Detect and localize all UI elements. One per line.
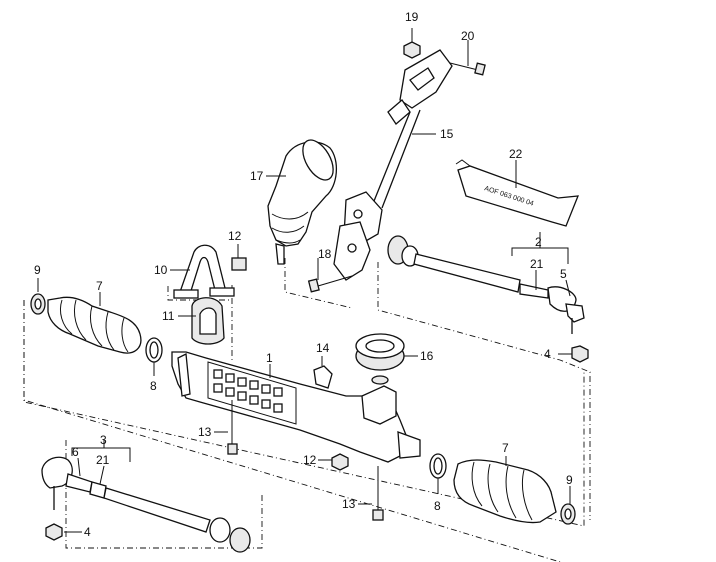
part-4-nut-right: 4 <box>544 345 589 363</box>
label-12-top: 12 <box>228 229 242 243</box>
label-7-right: 7 <box>502 441 509 455</box>
part-18-bolt: 18 <box>307 247 353 293</box>
label-15: 15 <box>440 127 454 141</box>
label-12-lower: 12 <box>303 453 317 467</box>
rack-grid <box>213 369 283 413</box>
label-22: 22 <box>509 147 523 161</box>
label-13-right: 13 <box>342 497 356 511</box>
label-13-left: 13 <box>198 425 212 439</box>
label-7-left: 7 <box>96 279 103 293</box>
part-9-ring-left: 9 <box>30 263 46 315</box>
label-9-right: 9 <box>566 473 573 487</box>
part-2-tie-rod-right: 2 21 5 <box>387 232 585 334</box>
label-8-right: 8 <box>434 499 441 513</box>
part-10-mounting-clamp: 10 <box>154 244 235 299</box>
label-3: 3 <box>100 433 107 447</box>
label-14: 14 <box>316 341 330 355</box>
part-8-clamp-right: 8 <box>429 453 447 513</box>
label-6: 6 <box>72 445 79 459</box>
part-4-nut-left: 4 <box>45 523 91 541</box>
part-22-grease-tube: AOF 063 000 04 22 <box>455 147 580 227</box>
label-4-left: 4 <box>84 525 91 539</box>
part-11-bushing: 11 <box>162 297 225 345</box>
part-7-boot-left: 7 <box>47 279 142 354</box>
label-17: 17 <box>250 169 264 183</box>
part-17-boot: 17 <box>250 139 337 265</box>
part-13-bolt-left: 13 <box>198 400 238 455</box>
label-10: 10 <box>154 263 168 277</box>
label-5: 5 <box>560 267 567 281</box>
part-15-steering-shaft: 15 <box>333 49 454 281</box>
label-16: 16 <box>420 349 434 363</box>
part-13-bolt-right: 13 <box>342 466 384 521</box>
label-11: 11 <box>162 309 175 323</box>
part-1-steering-rack: 1 <box>171 351 421 463</box>
label-9-left: 9 <box>34 263 41 277</box>
label-19: 19 <box>405 10 419 24</box>
label-21-left: 21 <box>96 453 110 467</box>
label-20: 20 <box>461 29 475 43</box>
part-16-seal: 16 <box>355 333 434 371</box>
part-8-clamp-left: 8 <box>145 337 163 393</box>
part-3-tie-rod-left: 3 6 21 <box>41 433 251 553</box>
label-8-left: 8 <box>150 379 157 393</box>
part-14-clip: 14 <box>313 341 333 389</box>
part-7-boot-right: 7 <box>453 441 557 524</box>
label-1: 1 <box>266 351 273 365</box>
label-4-right: 4 <box>544 347 551 361</box>
part-12-clip-nut-top: 12 <box>228 229 247 271</box>
part-20-bolt: 20 <box>429 29 486 76</box>
label-18: 18 <box>318 247 332 261</box>
label-2: 2 <box>535 235 542 249</box>
label-21-right: 21 <box>530 257 544 271</box>
part-19-nut: 19 <box>403 10 421 59</box>
part-12-nut-lower: 12 <box>303 453 349 471</box>
part-9-ring-right: 9 <box>560 473 576 525</box>
